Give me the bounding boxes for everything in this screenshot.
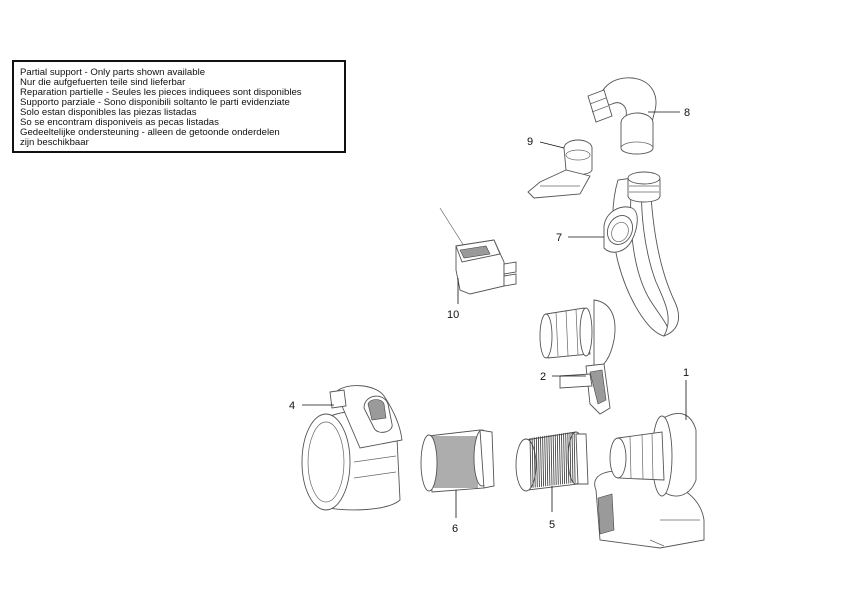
filter-pleat [554, 434, 557, 486]
part-6-mesh-filter [420, 429, 495, 493]
callout-7: 7 [556, 232, 562, 244]
filter-pleat [538, 436, 540, 488]
notice-line: Supporto parziale - Sono disponibili sol… [20, 97, 290, 108]
notice-line: Nur die aufgefuerten teile sind lieferba… [20, 77, 186, 88]
notice-line: Partial support - Only parts shown avail… [20, 67, 206, 78]
notice-line: Solo estan disponibles las piezas listad… [20, 107, 197, 118]
filter-pleat [556, 434, 559, 485]
callout-5: 5 [549, 519, 555, 531]
callout-6: 6 [452, 523, 458, 535]
filter-pleat [533, 437, 536, 488]
filter-pleat [565, 432, 568, 484]
filter-pleat [550, 434, 553, 486]
callout-9: 9 [527, 136, 533, 148]
filter-pleat [561, 433, 563, 485]
part-1-handle-body [594, 413, 705, 549]
part-8-hose-elbow [587, 77, 657, 155]
notice-line: Reparation partielle - Seules les pieces… [20, 87, 302, 98]
part-5-pleated-filter [515, 431, 589, 492]
part-4-dirt-bowl [301, 385, 403, 511]
filter-pleat [529, 437, 532, 489]
notice-line: zijn beschikbaar [20, 137, 89, 148]
callout-10: 10 [447, 309, 459, 321]
filter-pleat [548, 435, 551, 486]
partial-support-notice: Partial support - Only parts shown avail… [12, 60, 346, 153]
filter-pleat [573, 431, 576, 483]
part-2-motor-assembly [539, 299, 616, 415]
notice-line: So se encontram disponiveis as pecas lis… [20, 117, 219, 128]
filter-pleat [559, 433, 561, 485]
filter-pleat [544, 435, 547, 487]
filter-pleat [571, 431, 574, 484]
callout-4: 4 [289, 400, 295, 412]
callout-2: 2 [540, 371, 546, 383]
filter-pleat [542, 436, 544, 487]
filter-pleat [567, 432, 570, 484]
filter-pleat [563, 433, 565, 485]
part-9-crevice-adapter [527, 139, 593, 199]
hose-body [612, 171, 680, 337]
filter-pleat [552, 434, 555, 486]
callout-1: 1 [683, 367, 689, 379]
filter-pleat [540, 436, 542, 487]
part-10-charger [439, 207, 517, 295]
filter-pleat [531, 437, 534, 488]
callout-8: 8 [684, 107, 690, 119]
filter-pleat [535, 437, 538, 488]
part-7-hose-cuff [603, 206, 638, 253]
leader-lines [302, 111, 687, 518]
filter-pleat [569, 432, 572, 484]
filter-pleat [546, 435, 549, 487]
notice-line: Gedeeltelijke ondersteuning - alleen de … [20, 127, 280, 138]
